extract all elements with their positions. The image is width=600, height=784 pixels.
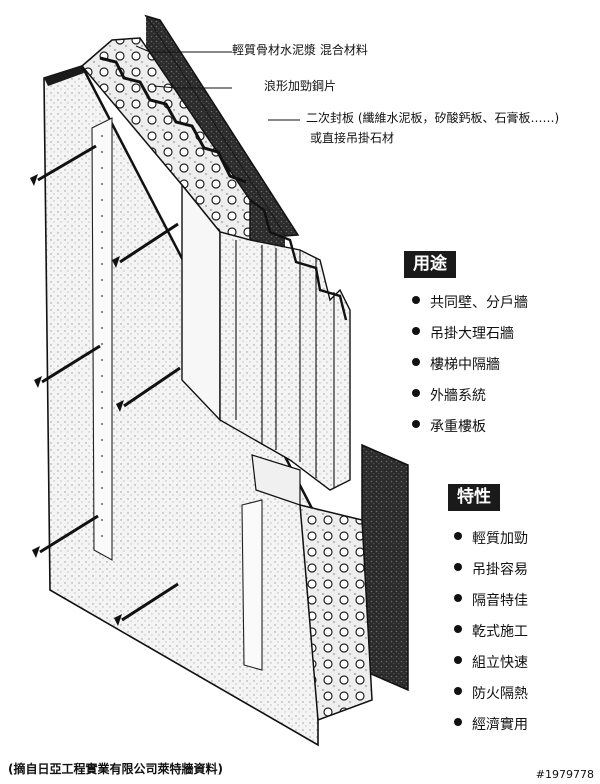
uses-item: 吊掛大理石牆: [412, 323, 528, 354]
screw-3: [34, 344, 101, 388]
uses-item: 樓梯中隔牆: [412, 354, 528, 385]
source-footer: (摘自日亞工程實業有限公司萊特牆資料): [8, 762, 223, 776]
features-item: 組立快速: [454, 652, 528, 683]
stock-id: #1979778: [535, 768, 594, 781]
callout-cement-mix: 輕質骨材水泥漿 混合材料: [232, 43, 368, 57]
features-item: 輕質加勁: [454, 528, 528, 559]
uses-list: 共同壁、分戶牆 吊掛大理石牆 樓梯中隔牆 外牆系統 承重樓板: [412, 292, 528, 447]
wall-cut-section: [181, 183, 351, 491]
bullet-icon: [454, 532, 462, 540]
features-heading: 特性: [448, 484, 500, 511]
bullet-icon: [412, 327, 420, 335]
bullet-icon: [454, 718, 462, 726]
lower-cement-core: [251, 454, 373, 722]
screw-4: [116, 366, 181, 412]
inner-board-strip: [91, 117, 263, 671]
features-list: 輕質加勁 吊掛容易 隔音特佳 乾式施工 組立快速 防火隔熱 經濟實用: [454, 528, 528, 745]
bullet-icon: [454, 687, 462, 695]
features-item: 防火隔熱: [454, 683, 528, 714]
bullet-icon: [454, 563, 462, 571]
uses-heading: 用途: [404, 251, 456, 278]
screw-1: [30, 144, 97, 186]
features-item: 吊掛容易: [454, 559, 528, 590]
bullet-icon: [454, 594, 462, 602]
features-item: 經濟實用: [454, 714, 528, 745]
callout-secondary-board: 二次封板 (纖維水泥板，矽酸鈣板、石膏板……): [306, 111, 560, 125]
bullet-icon: [454, 656, 462, 664]
screw-5: [32, 514, 99, 558]
callout-stone-hanging: 或直接吊掛石材: [310, 131, 395, 145]
bullet-icon: [454, 625, 462, 633]
features-item: 隔音特佳: [454, 590, 528, 621]
uses-item: 外牆系統: [412, 385, 528, 416]
uses-item: 承重樓板: [412, 416, 528, 447]
uses-item: 共同壁、分戶牆: [412, 292, 528, 323]
screw-6: [114, 582, 179, 626]
screw-2: [112, 222, 179, 268]
callout-leaders: [135, 45, 300, 121]
bullet-icon: [412, 296, 420, 304]
callout-steel-sheet: 浪形加勁鋼片: [264, 79, 337, 93]
anchor-screws: [30, 144, 181, 626]
bullet-icon: [412, 358, 420, 366]
bullet-icon: [412, 420, 420, 428]
features-item: 乾式施工: [454, 621, 528, 652]
bullet-icon: [412, 389, 420, 397]
